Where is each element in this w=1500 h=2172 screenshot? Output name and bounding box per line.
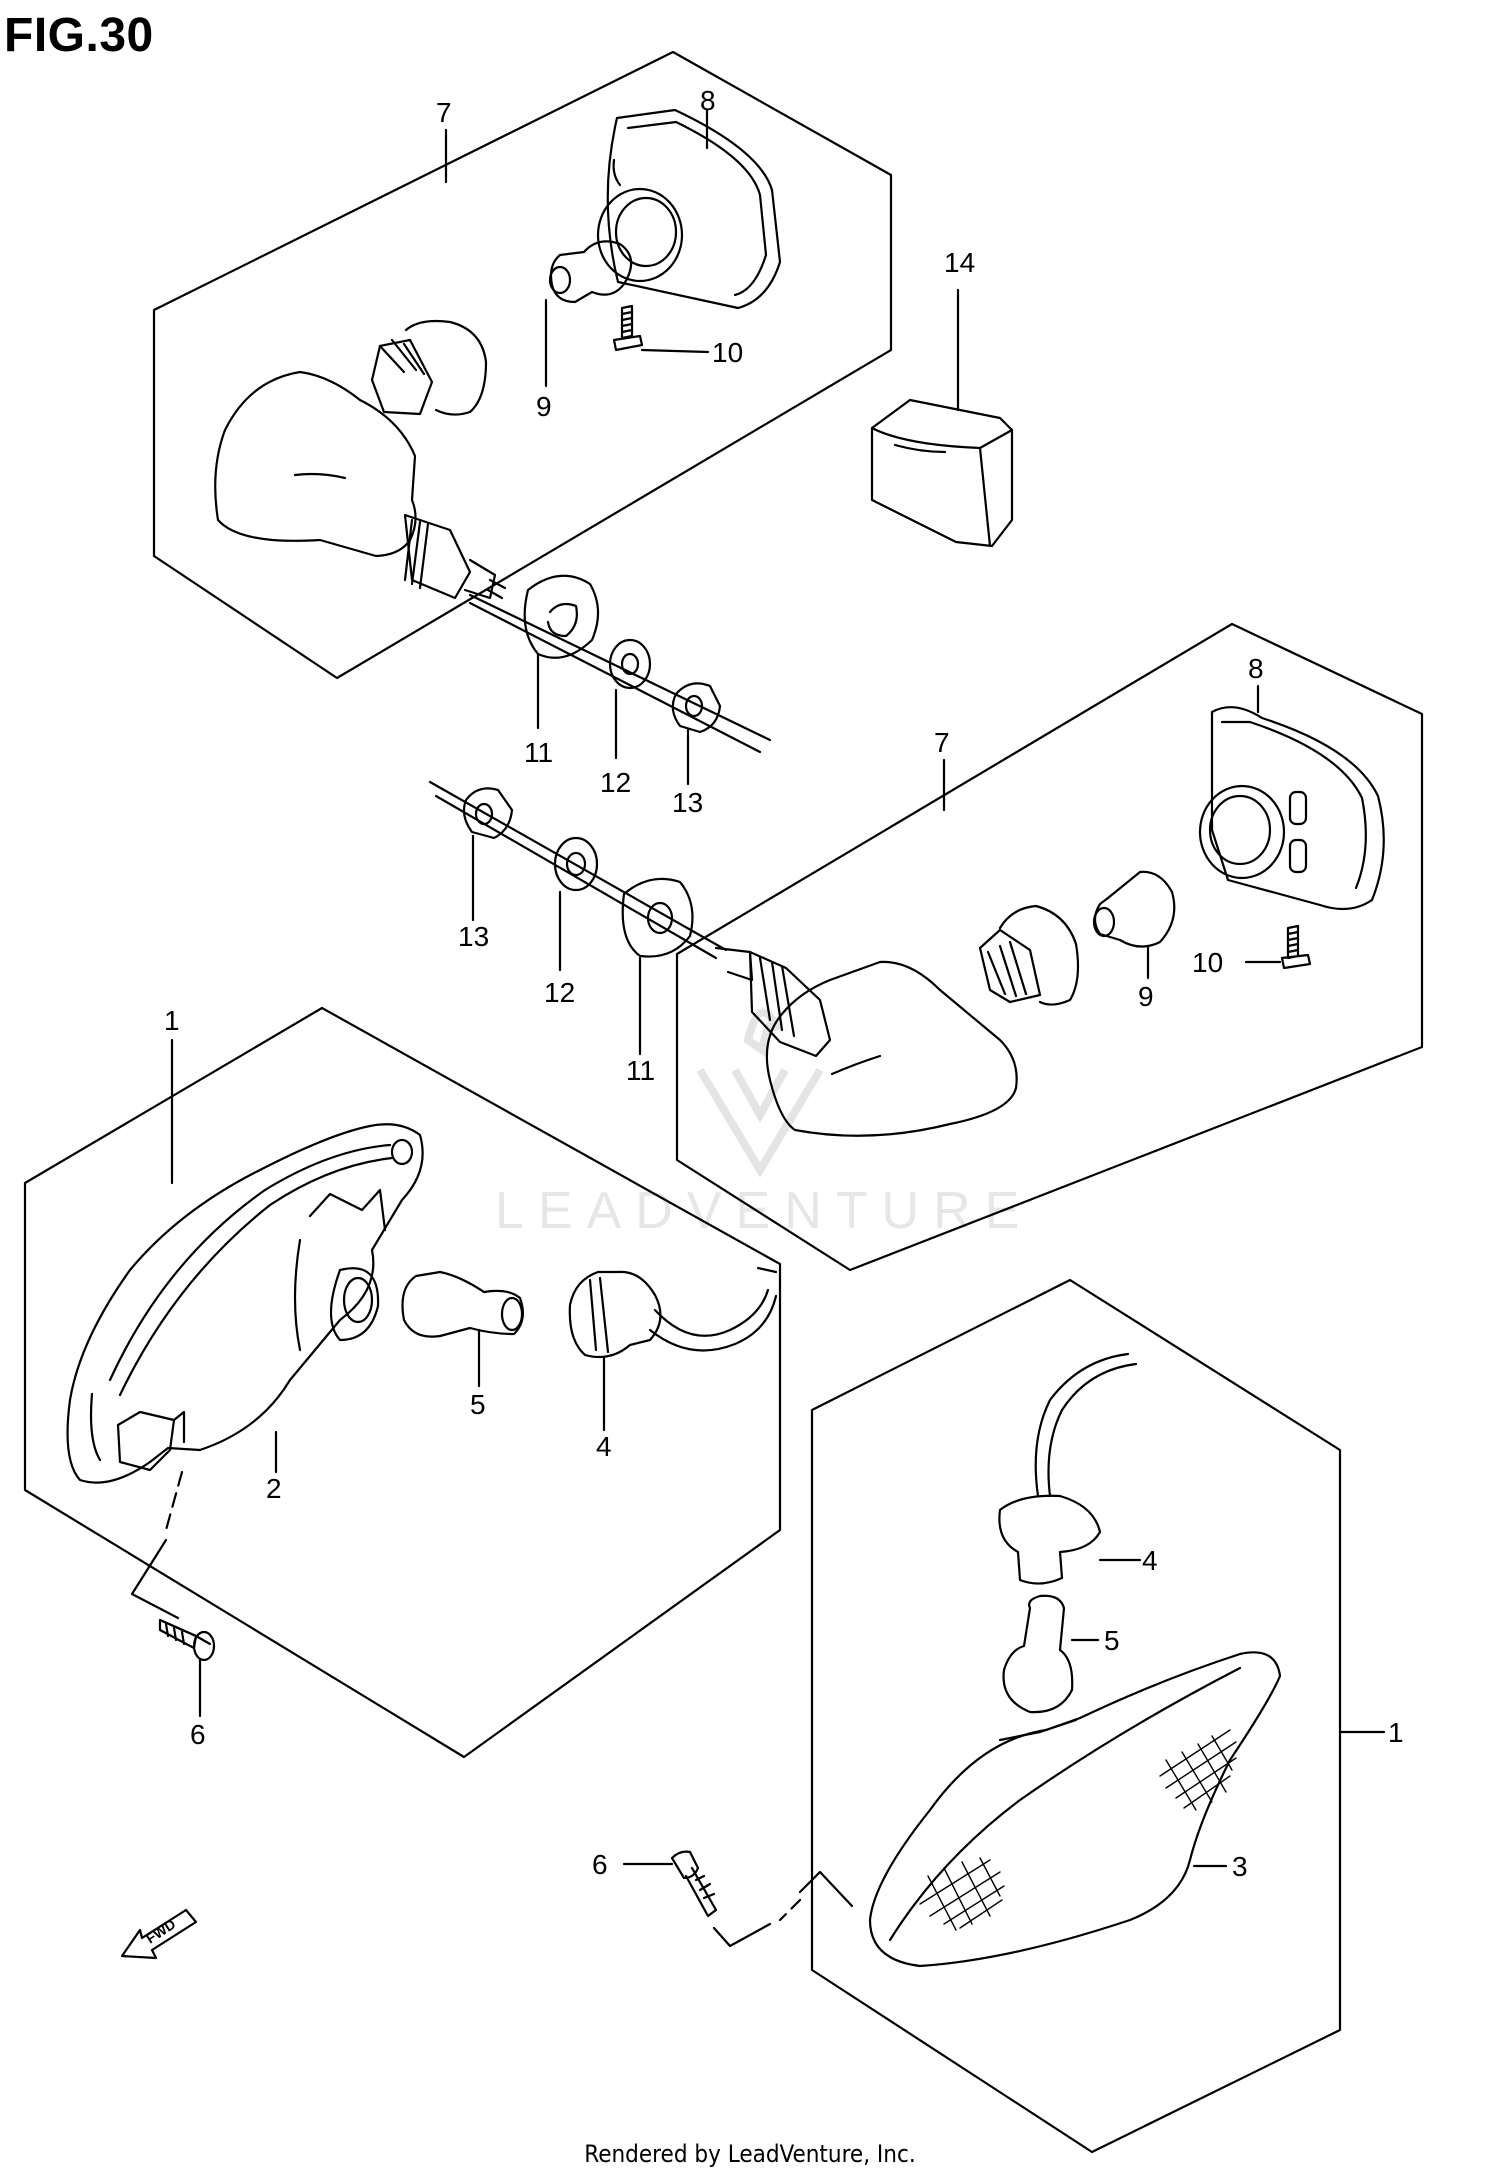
callout-9-lower: 9	[1138, 981, 1154, 1012]
housing-7-upper	[214, 370, 417, 558]
lens-cover-8-upper	[606, 108, 782, 310]
grommet-11-lower	[621, 877, 694, 958]
collar-13-lower	[462, 787, 514, 840]
callout-6-right: 6	[592, 1849, 608, 1880]
fwd-arrow-icon	[120, 1908, 198, 1960]
callout-8-lower: 8	[1248, 653, 1264, 684]
callout-13-upper: 13	[672, 787, 703, 818]
callout-7-lower: 7	[934, 727, 950, 758]
callout-5-left: 5	[470, 1389, 486, 1420]
callout-5-right: 5	[1104, 1625, 1120, 1656]
lens-hatch-lower	[919, 1857, 1005, 1931]
assembly-boundary-1-right	[810, 1278, 1342, 2154]
figure-title: FIG.30	[4, 9, 154, 62]
bulb-9-upper	[549, 240, 633, 304]
lens-hatch-upper	[1159, 1729, 1237, 1811]
callout-7-upper: 7	[436, 97, 452, 128]
bulb-5-right	[1002, 1594, 1074, 1714]
callout-10-lower: 10	[1192, 947, 1223, 978]
callout-12-upper: 12	[600, 767, 631, 798]
screw-10-lower	[1280, 924, 1312, 970]
lens-3-right	[868, 1651, 1282, 1968]
collar-13-upper	[671, 682, 722, 734]
callout-11-upper: 11	[524, 737, 553, 768]
socket-4-right	[998, 1494, 1102, 1585]
grommet-stack-upper	[468, 574, 772, 786]
assembly-boundary-7-lower	[675, 622, 1424, 1272]
callout-9-upper: 9	[536, 391, 552, 422]
callout-labels: 7 8 9 10 14 11 12 13 7 8 9 10 13 12 11 1…	[164, 85, 1404, 1882]
callout-8-upper: 8	[700, 85, 716, 116]
lens-cover-8-lower	[1210, 706, 1385, 911]
callout-1-left: 1	[164, 1005, 180, 1036]
callout-12-lower: 12	[544, 977, 575, 1008]
screw-6-left	[158, 1618, 216, 1718]
turn-signal-assembly-rear-left	[152, 50, 893, 680]
watermark-text: LEADVENTURE	[495, 1182, 1033, 1240]
callout-1-right: 1	[1388, 1717, 1404, 1748]
grommet-stack-lower	[428, 780, 728, 1056]
turn-signal-assembly-front-right	[675, 622, 1424, 1272]
callout-13-lower: 13	[458, 921, 489, 952]
callout-2: 2	[266, 1473, 282, 1504]
screw-10-upper	[612, 304, 644, 352]
washer-12-upper	[608, 638, 652, 690]
assembly-boundary-1-left	[23, 1006, 782, 1759]
watermark-logo	[696, 1008, 824, 1178]
part-14-cap	[870, 288, 1014, 548]
washer-12-lower	[553, 836, 599, 892]
socket-4-left	[568, 1270, 662, 1359]
bulb-9-lower	[1093, 870, 1176, 948]
turn-signal-assembly-right	[712, 1278, 1386, 2154]
turn-signal-assembly-left	[23, 1006, 782, 1759]
fwd-label: FWD	[143, 1916, 178, 1947]
callout-4-left: 4	[596, 1431, 612, 1462]
callout-10-upper: 10	[712, 337, 743, 368]
callout-6-left: 6	[190, 1719, 206, 1750]
callout-4-right: 4	[1142, 1545, 1158, 1576]
footer-credit: Rendered by LeadVenture, Inc.	[584, 2140, 916, 2168]
assembly-boundary-7-upper	[152, 50, 893, 680]
callout-14: 14	[944, 247, 975, 278]
callout-11-lower: 11	[626, 1055, 655, 1086]
screw-6-right	[622, 1850, 718, 1918]
grommet-11-upper	[523, 574, 600, 659]
callout-3: 3	[1232, 1851, 1248, 1882]
bulb-5-left	[401, 1270, 525, 1338]
lens-2-left	[66, 1123, 424, 1484]
housing-7-lower	[765, 960, 1018, 1137]
